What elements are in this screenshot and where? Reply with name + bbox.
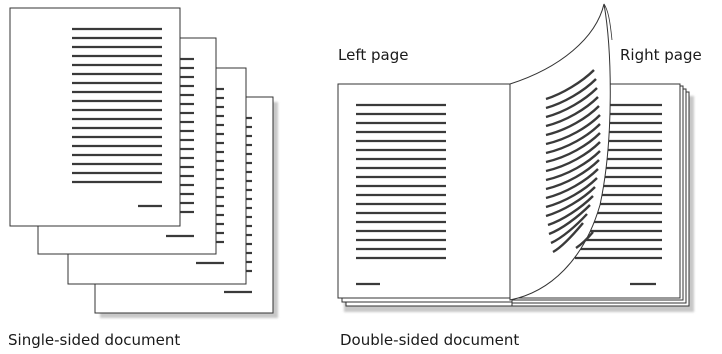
double-sided-book [337,3,694,312]
double-sided-caption: Double-sided document [340,331,520,349]
left-page-label: Left page [338,46,409,64]
right-page-label: Right page [620,46,702,64]
turning-page [509,3,613,301]
single-sided-caption: Single-sided document [8,331,181,349]
single-sided-stack [9,7,278,318]
single-page-1 [9,7,181,227]
left-page [337,83,511,299]
